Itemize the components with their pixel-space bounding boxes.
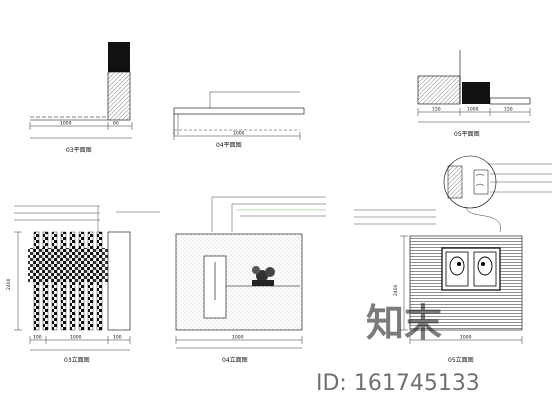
dim-100: 100 (33, 335, 42, 341)
watermark-brand: 知末 (366, 301, 442, 345)
dim-150: 150 (432, 107, 441, 113)
wall-hatch (107, 71, 131, 121)
dim-2400: 2400 (6, 278, 12, 290)
elevation-view-05: 2400 1000 05立面图 (354, 155, 552, 364)
plan-view-03: 1000 60 03平面图 (29, 42, 133, 154)
elevation-view-04: 1000 04立面图 (175, 196, 326, 364)
plan-view-05: 150 1000 150 05平面图 (417, 50, 531, 138)
wall-panel (175, 233, 303, 331)
wash-basin-icon (445, 251, 469, 287)
dim-1000: 1000 (467, 107, 479, 113)
leader-lines (211, 196, 326, 232)
dim-1000: 1000 (60, 121, 72, 127)
view-title-05-plan: 05平面图 (454, 131, 480, 138)
dim-100: 100 (113, 335, 122, 341)
wall-hatch (417, 75, 461, 105)
elevation-view-03: 2400 100 1000 100 03立面图 (6, 205, 160, 364)
slat-columns (28, 231, 108, 331)
dim-1000: 1000 (232, 335, 244, 341)
view-title-04-elevation: 04立面图 (222, 356, 248, 364)
view-title-05-elevation: 05立面图 (448, 356, 474, 364)
view-title-03-elevation: 03立面图 (64, 356, 90, 364)
counter-top (173, 107, 305, 115)
dim-150: 150 (504, 107, 513, 113)
plan-view-04: 1000 04平面图 (173, 91, 305, 149)
leader-lines (14, 205, 160, 232)
dark-block (462, 82, 490, 104)
dim-1000: 1000 (460, 335, 472, 341)
detail-callout (443, 155, 552, 233)
watermark-id: ID: 161745133 (316, 371, 480, 396)
dim-2400: 2400 (393, 284, 399, 296)
view-title-03-plan: 03平面图 (66, 147, 92, 154)
dim-1000: 1000 (233, 131, 245, 137)
side-panel (107, 231, 131, 331)
dim-1000: 1000 (70, 335, 82, 341)
dim-60: 60 (113, 121, 119, 127)
view-title-04-plan: 04平面图 (216, 142, 242, 149)
dark-block (108, 42, 130, 72)
wash-basin-icon (473, 251, 497, 287)
plant-decoration (252, 266, 275, 286)
leader-lines (354, 209, 436, 225)
